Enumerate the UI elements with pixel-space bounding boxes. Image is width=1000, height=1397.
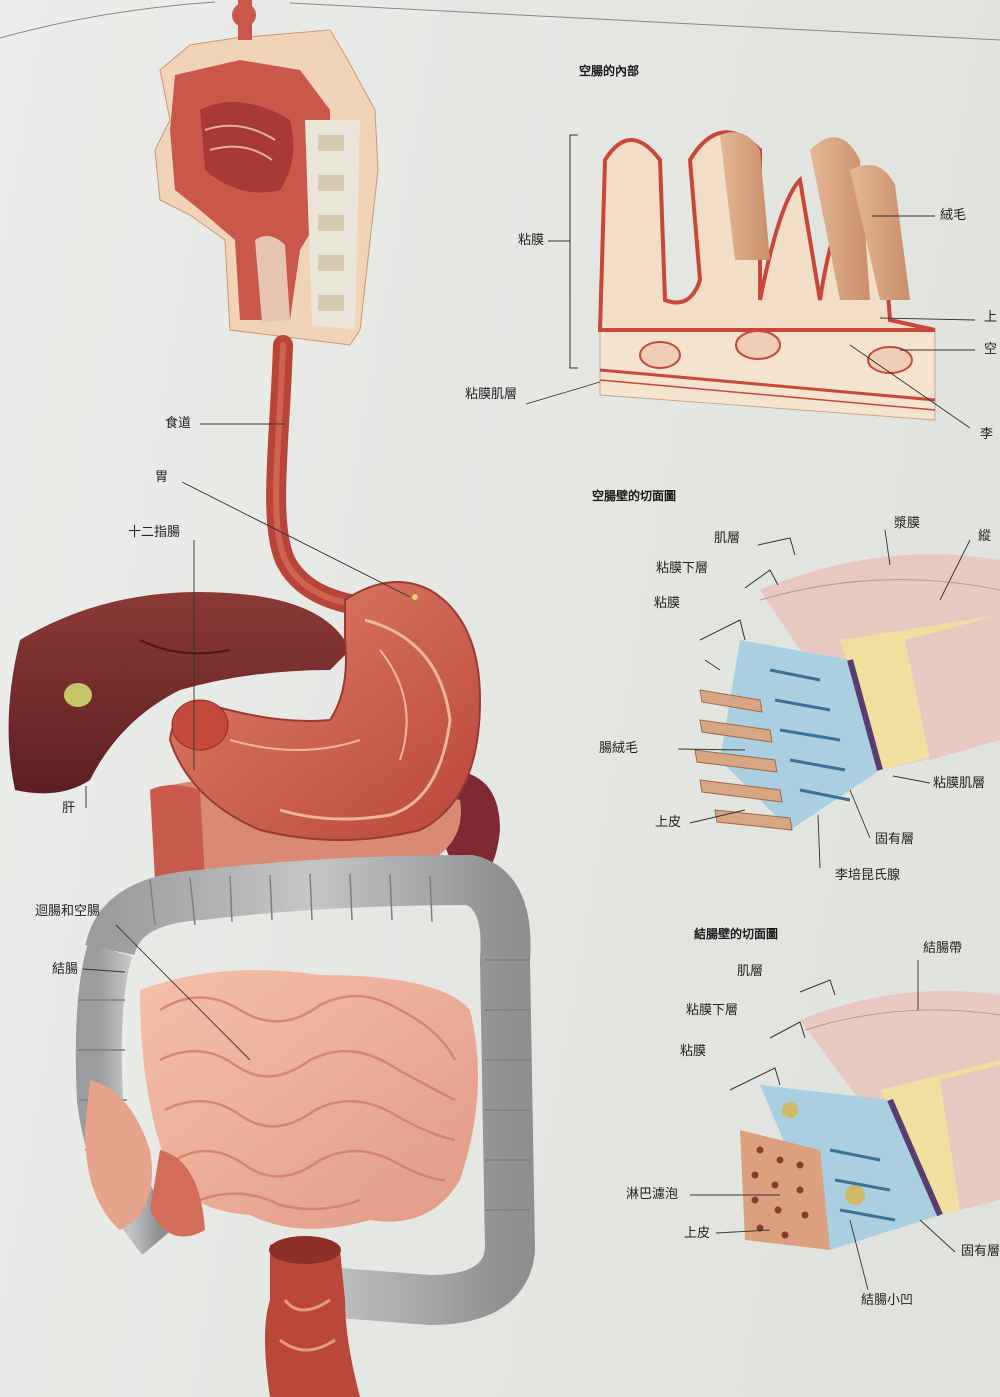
label-jejunum-cut: 空 [984, 342, 998, 357]
liver-model [8, 592, 350, 794]
label-lieberkuhn-glands: 李培昆氏腺 [835, 868, 901, 883]
colon-wall-section [740, 990, 1000, 1250]
label-villi: 絨毛 [940, 208, 967, 223]
label-lieberkuhn-cut: 李 [980, 427, 994, 442]
label-colon-epithelium: 上皮 [684, 1226, 711, 1241]
label-liver: 肝 [62, 801, 76, 816]
label-stomach: 胃 [155, 470, 169, 485]
label-epithelium: 上皮 [655, 815, 682, 830]
title-jejunum-interior: 空腸的內部 [579, 64, 640, 78]
label-lymph-follicle: 淋巴濾泡 [626, 1187, 679, 1202]
label-muscularis-mucosae-2: 粘膜肌層 [933, 776, 986, 791]
jejunum-wall-section [694, 554, 1000, 831]
label-colon: 結腸 [52, 962, 79, 977]
title-colon-wall: 結腸壁的切面圖 [694, 927, 779, 941]
label-longitudinal-cut: 縱 [978, 529, 992, 544]
label-mucosa: 粘膜 [518, 233, 545, 248]
label-colon-mucosa: 粘膜 [680, 1044, 707, 1059]
title-jejunum-wall: 空腸壁的切面圖 [592, 489, 677, 503]
leader-lines [82, 215, 976, 1291]
label-muscularis-mucosae: 粘膜肌層 [465, 387, 518, 402]
label-serosa: 漿膜 [894, 516, 921, 531]
colon-model [85, 854, 536, 1326]
rectum-model [265, 1238, 360, 1397]
jejunum-interior-block [597, 130, 936, 421]
label-duodenum: 十二指腸 [128, 525, 181, 540]
label-colon-submucosa: 粘膜下層 [686, 1003, 739, 1018]
label-colon-crypts: 結腸小凹 [861, 1293, 914, 1308]
stomach-model [168, 581, 482, 841]
label-colon-lamina-propria: 固有層 [961, 1244, 1000, 1259]
label-mucosa-2: 粘膜 [654, 596, 681, 611]
label-colon-muscle-layer: 肌層 [737, 964, 764, 979]
label-colon-band: 結腸帶 [923, 941, 963, 956]
label-muscle-layer: 肌層 [714, 531, 741, 546]
label-ileum-jejunum: 迴腸和空腸 [35, 904, 101, 919]
label-lamina-propria: 固有層 [875, 832, 915, 847]
label-epithelium-cut: 上 [984, 310, 998, 325]
label-intestinal-villi: 腸絨毛 [599, 741, 639, 756]
label-submucosa: 粘膜下層 [656, 561, 709, 576]
label-esophagus: 食道 [165, 416, 192, 431]
head-section-model [154, 0, 379, 346]
